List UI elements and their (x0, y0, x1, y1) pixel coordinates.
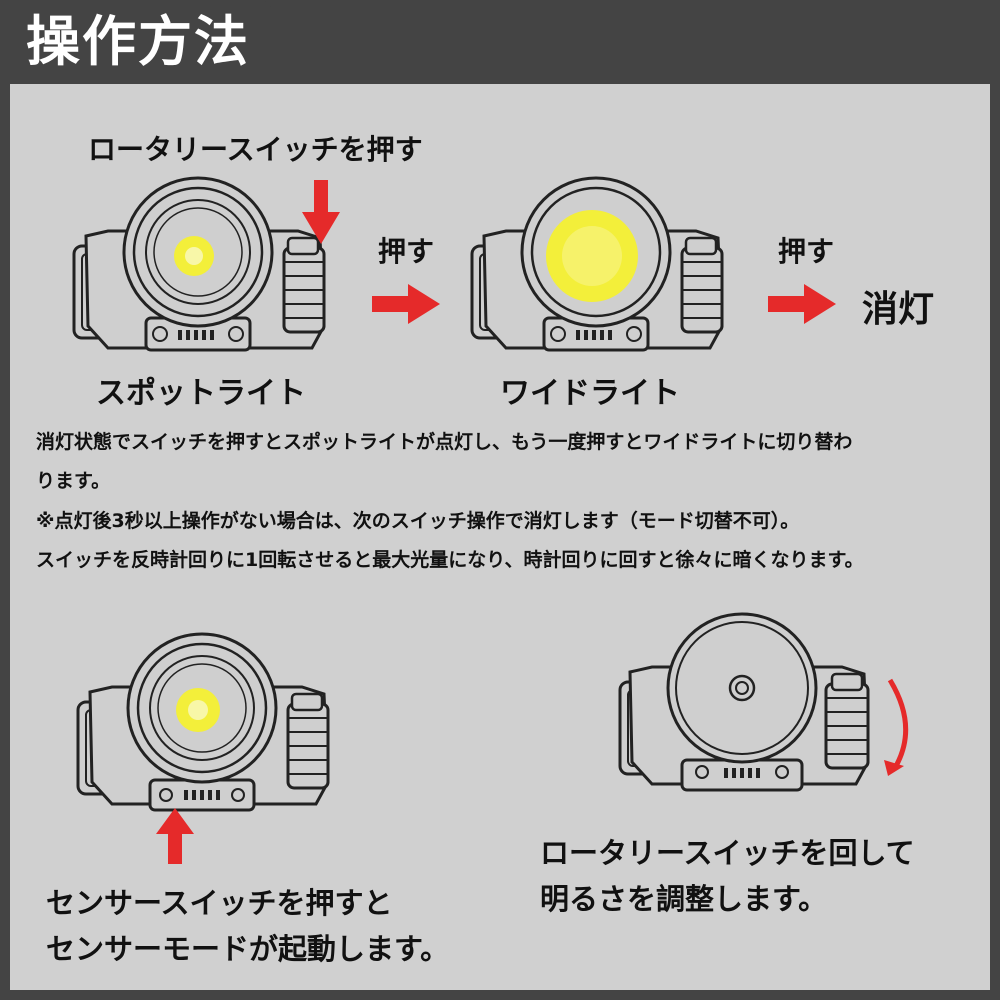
description-line-1: 消灯状態でスイッチを押すとスポットライトが点灯し、もう一度押すとワイドライトに切… (36, 431, 853, 453)
arrow-right-icon (768, 284, 836, 324)
page-title: 操作方法 (26, 10, 250, 73)
rotary-text-line-2: 明るさを調整します。 (540, 882, 828, 916)
rotary-text-line-1: ロータリースイッチを回して (540, 836, 915, 870)
headlamp-sensor-illustration (76, 632, 330, 812)
step1-instruction: ロータリースイッチを押す (88, 133, 423, 166)
rotate-arrow-icon (884, 678, 909, 776)
description-line-3: ※点灯後3秒以上操作がない場合は、次のスイッチ操作で消灯します（モード切替不可）… (36, 510, 800, 532)
description-line-4: スイッチを反時計回りに1回転させると最大光量になり、時計回りに回すと徐々に暗くな… (36, 549, 864, 571)
light-off-label: 消灯 (862, 289, 935, 330)
arrow-right-icon (372, 284, 440, 324)
push-label-2: 押す (778, 235, 835, 268)
sensor-text-line-1: センサースイッチを押すと (46, 886, 393, 920)
sensor-text-line-2: センサーモードが起動します。 (46, 932, 450, 966)
widelight-label: ワイドライト (500, 376, 680, 411)
headlamp-wide-illustration (470, 176, 724, 352)
push-down-arrow-icon (302, 180, 340, 244)
push-up-arrow-icon (156, 808, 194, 864)
title-tab: 操作方法 (0, 0, 272, 84)
push-label-1: 押す (378, 235, 435, 268)
headlamp-spot-illustration (72, 176, 326, 352)
description-line-2: ります。 (36, 470, 111, 492)
spotlight-label: スポットライト (96, 376, 306, 411)
headlamp-rotary-illustration (618, 612, 870, 792)
